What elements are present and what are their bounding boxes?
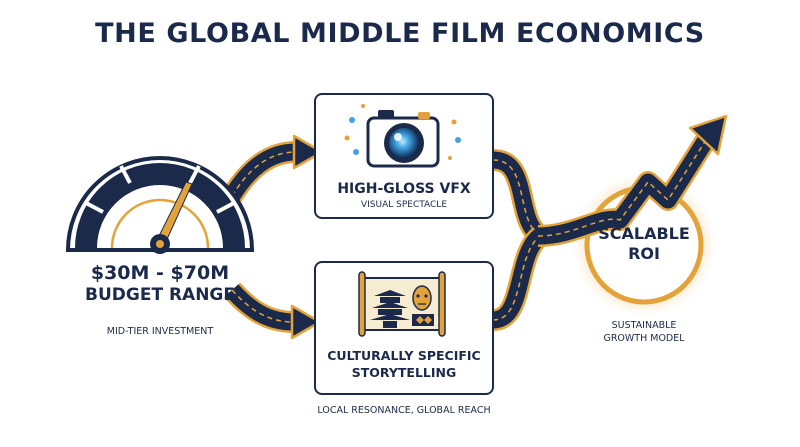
- growth-arrow-icon: [688, 114, 728, 156]
- story-caption: LOCAL RESONANCE, GLOBAL REACH: [317, 405, 491, 416]
- budget-caption: MID-TIER INVESTMENT: [106, 326, 214, 337]
- page-title: THE GLOBAL MIDDLE FILM ECONOMICS: [95, 18, 705, 49]
- story-heading-line1: CULTURALLY SPECIFIC: [327, 348, 481, 363]
- roi-caption-line1: SUSTAINABLE: [611, 320, 677, 331]
- budget-label: BUDGET RANGE: [85, 285, 235, 305]
- gauge-icon: [65, 156, 255, 254]
- roi-line2: ROI: [628, 244, 660, 263]
- vfx-card: [314, 93, 494, 219]
- story-heading-line2: STORYTELLING: [351, 365, 457, 380]
- roi-caption-line2: GROWTH MODEL: [603, 333, 685, 344]
- flow-roads: [222, 134, 716, 333]
- budget-amount: $30M - $70M: [90, 262, 230, 284]
- arrow-heads: [290, 114, 728, 340]
- vfx-caption: VISUAL SPECTACLE: [360, 200, 448, 210]
- vfx-heading: HIGH-GLOSS VFX: [337, 181, 471, 197]
- roi-line1: SCALABLE: [598, 224, 690, 243]
